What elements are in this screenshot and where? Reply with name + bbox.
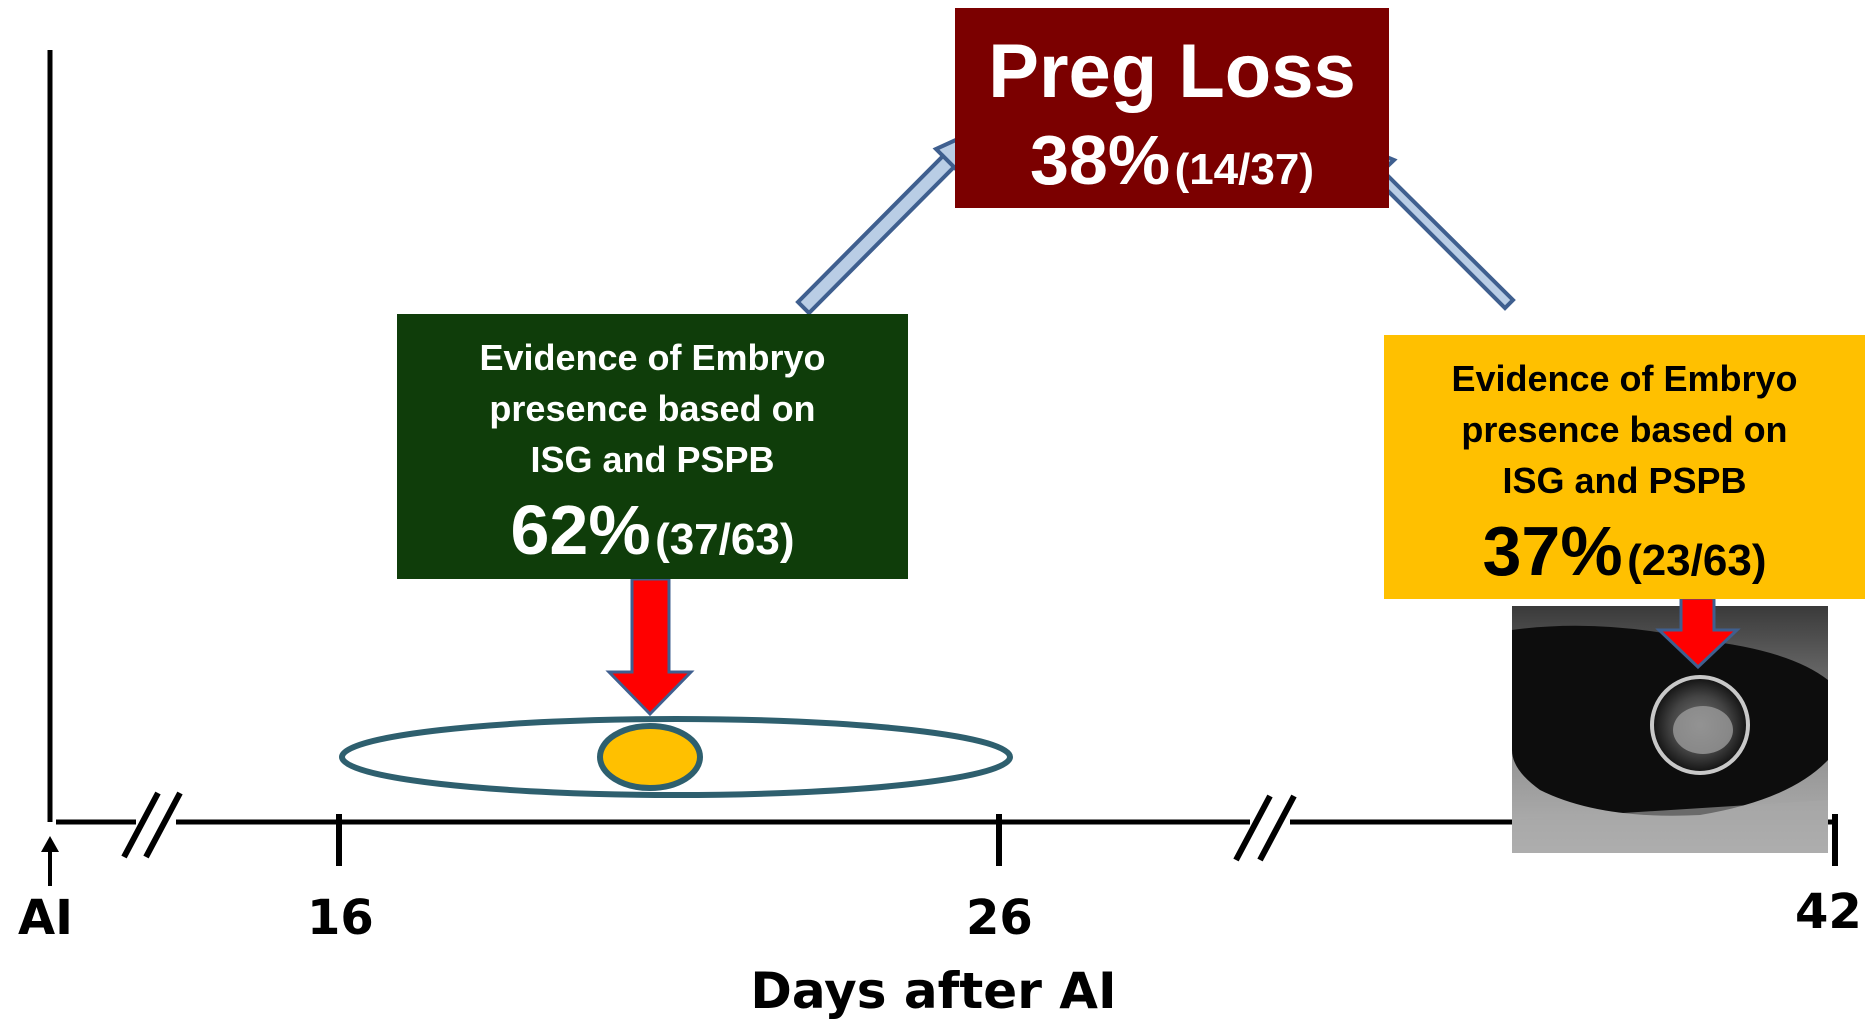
red-down-arrow-late [1655,596,1741,670]
preg-loss-ratio: (14/37) [1174,145,1314,194]
axis-break-mark-left [121,791,183,859]
tick-label-ai: AI [18,890,74,946]
early-line1: Evidence of Embryo [479,337,826,378]
ai-arrow-icon [41,836,59,886]
preg-loss-title: Preg Loss [988,29,1356,114]
ultrasound-image [1512,606,1828,853]
axis-break-mark-right [1233,794,1297,862]
red-down-arrow-early [605,577,695,717]
late-evidence-stat: 37% (23/63) [1384,514,1865,608]
early-evidence-description: Evidence of Embryo presence based on ISG… [397,332,908,485]
axis-title: Days after AI [750,962,1117,1020]
early-line3: ISG and PSPB [530,439,775,480]
uterus-ellipse [339,716,1013,798]
tick-label-16: 16 [307,890,374,946]
early-percent: 62% [510,491,651,569]
early-evidence-stat: 62% (37/63) [397,493,908,587]
early-ratio: (37/63) [655,515,795,564]
late-line1: Evidence of Embryo [1451,358,1798,399]
late-line2: presence based on [1461,409,1788,450]
preg-loss-percent: 38% [1030,121,1171,199]
late-percent: 37% [1482,512,1623,590]
tick-label-42: 42 [1795,884,1862,940]
tick-label-26: 26 [966,890,1033,946]
embryo-icon [597,723,703,791]
early-evidence-box: Evidence of Embryo presence based on ISG… [397,314,908,579]
late-evidence-description: Evidence of Embryo presence based on ISG… [1384,353,1865,506]
late-evidence-box: Evidence of Embryo presence based on ISG… [1384,335,1865,599]
late-line3: ISG and PSPB [1502,460,1747,501]
preg-loss-stat: 38% (14/37) [955,124,1389,216]
preg-loss-box: Preg Loss 38% (14/37) [955,8,1389,208]
early-line2: presence based on [489,388,816,429]
late-ratio: (23/63) [1627,536,1767,585]
